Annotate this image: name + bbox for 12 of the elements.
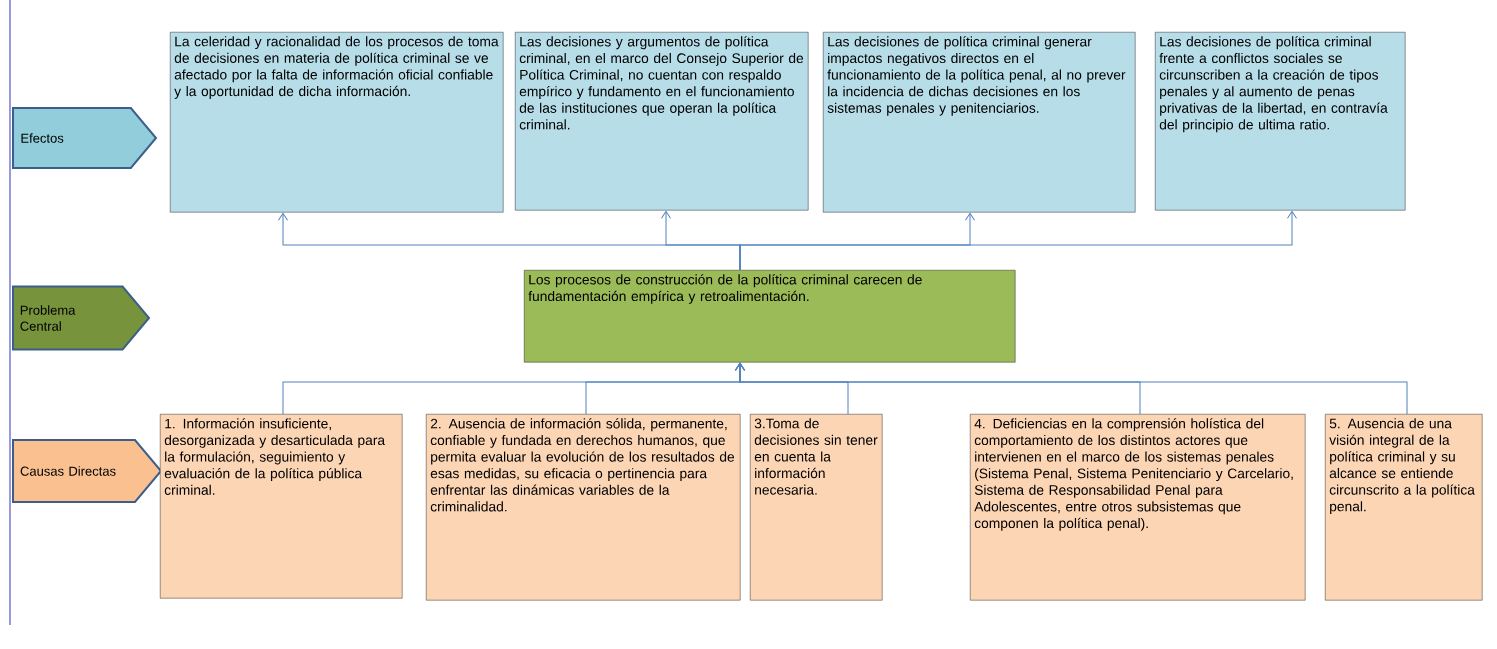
cause-box: 4. Deficiencias en la comprensión holística del comportamiento de los distintos actores que intervienen en el marco de los sistemas penales (Sistema Penal, Sistema Penitenciario y Carcelario, Sistema de Responsabilidad Penal para Adolescentes, entre otros subsistemas que componen la política penal). (970, 414, 1306, 601)
effect-box: Las decisiones de política criminal generar impactos negativos directos en el funcionamiento de la política penal, al no prever la incidencia de dichas decisiones en los sistemas penales y penitenciarios. (823, 32, 1136, 213)
effect-box: Las decisiones de política criminal frente a conflictos sociales se circunscriben a la creación de tipos penales y al aumento de penas privativas de la libertad, en contravía del principio de ultima ratio. (1155, 32, 1406, 211)
connector-arrow (739, 210, 1297, 271)
problem-box: Los procesos de construcción de la política criminal carecen de fundamentación empírica y retroalimentación. (524, 270, 1016, 363)
cause-box: 3.Toma de decisiones sin tener en cuenta la información necesaria. (750, 414, 883, 601)
connector-arrow (735, 362, 1408, 415)
cause-box: 1. Información insuficiente, desorganizada y desarticulada para la formulación, seguimiento y evaluación de la política pública criminal. (160, 414, 403, 599)
cause-box: 2. Ausencia de información sólida, permanente, confiable y fundada en derechos humanos, que permita evaluar la evolución de los resultados de esas medidas, su eficacia o pertinencia para enfrentar las dinámicas variables de la criminalidad. (426, 414, 741, 601)
cause-box: 5. Ausencia de una visión integral de la política criminal y su alcance se entiende circunscrito a la política penal. (1325, 414, 1483, 601)
effect-box: Las decisiones y argumentos de política criminal, en el marco del Consejo Superior de Política Criminal, no cuentan con respaldo empírico y fundamento en el funcionamiento de las instituciones que operan la política criminal. (515, 32, 809, 211)
effect-box: La celeridad y racionalidad de los procesos de toma de decisiones en materia de política criminal se ve afectado por la falta de información oficial confiable y la oportunidad de dicha información. (170, 32, 504, 213)
